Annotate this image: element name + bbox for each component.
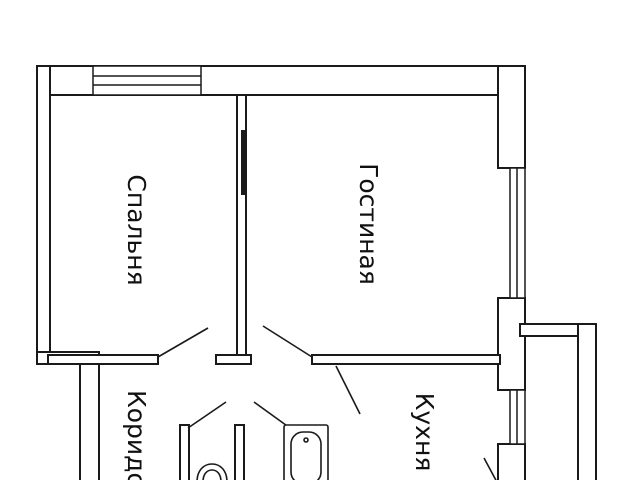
door-swing-icon (483, 457, 497, 480)
partition-bedroom-bottom (47, 354, 159, 365)
door-swing-icon (262, 325, 313, 358)
wall-corridor-left (79, 357, 100, 480)
door-swing-icon (335, 365, 361, 415)
partitions (47, 94, 501, 480)
partition-bath-left (179, 424, 190, 480)
bathtub-icon (283, 424, 329, 480)
wall-left (36, 65, 51, 364)
room-label-corridor: Коридор (122, 390, 151, 480)
wall-right-lower (497, 443, 526, 480)
partition-center-stub (215, 354, 252, 365)
window-icon (509, 389, 526, 445)
partition-living-bottom (311, 354, 501, 365)
room-label-kitchen: Кухня (410, 393, 439, 472)
door-swing-icon (253, 401, 291, 429)
room-label-bedroom: Спальня (122, 174, 151, 285)
walls (36, 65, 597, 480)
windows (92, 65, 526, 445)
wall-kitchen-right (577, 323, 597, 480)
room-label-living-room: Гостиная (354, 163, 383, 285)
door-swing-icon (187, 401, 227, 429)
window-icon (509, 167, 526, 299)
partition-bath-mid (234, 424, 245, 480)
door-swing-icon (157, 327, 209, 358)
toilet-icon (196, 463, 228, 480)
wall-right-upper (497, 65, 526, 169)
wall-right-mid (497, 297, 526, 391)
window-icon (92, 65, 202, 96)
